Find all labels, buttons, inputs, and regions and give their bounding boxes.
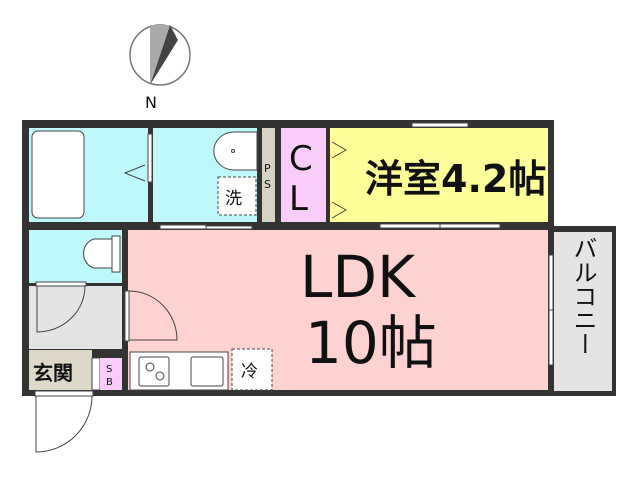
stove-icon (138, 356, 170, 387)
entrance-door (34, 390, 94, 397)
fridge-label: 冷 (241, 362, 258, 382)
entrance (29, 350, 92, 390)
closet (281, 128, 326, 222)
closet-label-1: C (289, 139, 313, 179)
fridge-space (231, 348, 273, 391)
balcony-label: バルコニー (569, 236, 597, 356)
compass-icon (129, 24, 191, 86)
hallway (29, 286, 122, 349)
ldk-size-label: 10帖 (305, 309, 437, 377)
entrance-label: 玄関 (33, 361, 73, 385)
western-room (330, 128, 548, 222)
washer-label: 洗 (225, 189, 242, 209)
sb-label-2: B (106, 377, 113, 388)
western-room-label: 洋室4.2帖 (365, 157, 546, 201)
washbasin-icon (213, 131, 258, 171)
bathtub-icon (31, 130, 85, 219)
toilet-icon (83, 238, 113, 269)
shoe-box (100, 358, 122, 390)
sink-icon (190, 356, 224, 387)
closet-label-2: L (289, 179, 308, 219)
balcony (554, 232, 612, 391)
compass-north-label: N (145, 93, 157, 112)
ldk-label: LDK (300, 243, 417, 311)
ps-label-1: P (264, 162, 271, 175)
ps-label-2: S (264, 178, 271, 191)
pipe-space (262, 128, 275, 222)
washer-space (217, 176, 257, 216)
sb-label-1: S (106, 364, 112, 375)
